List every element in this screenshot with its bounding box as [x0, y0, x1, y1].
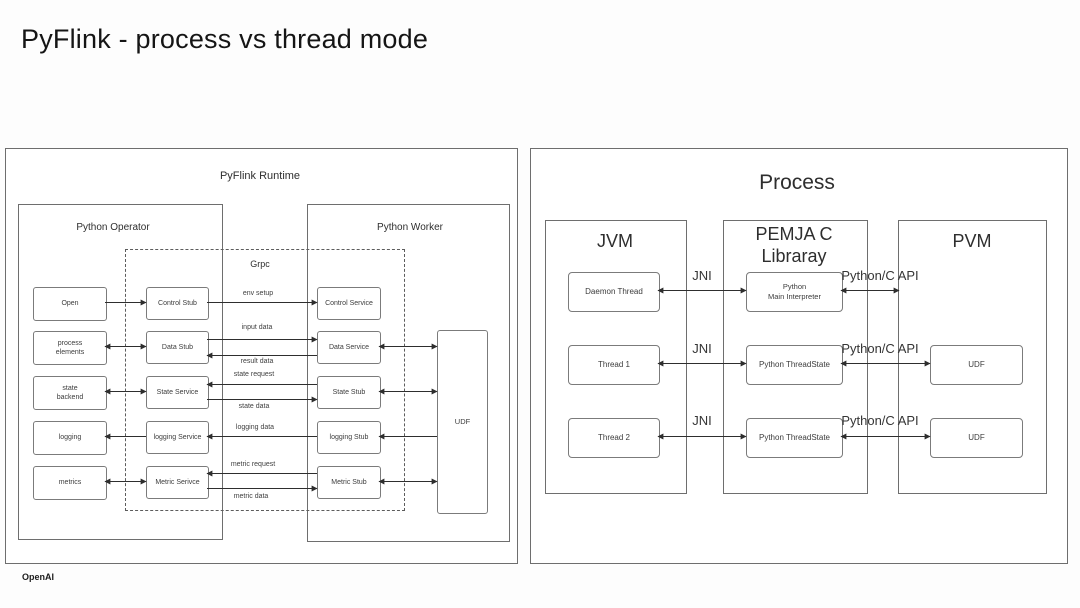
grpc-title: Grpc — [250, 259, 270, 269]
pvm-title: PVM — [952, 231, 992, 251]
python-worker-title: Python Worker — [377, 222, 443, 233]
python-operator-box — [18, 204, 223, 540]
metric-data-label: metric data — [233, 493, 269, 500]
python-main-interpreter-box: Python Main Interpreter — [746, 272, 843, 312]
udf-1-box: UDF — [930, 345, 1023, 385]
metric-request-label: metric request — [230, 461, 276, 468]
process-elements-box: process elements — [33, 331, 107, 365]
data-stub-box: Data Stub — [146, 331, 209, 364]
logging-data-label: logging data — [235, 424, 275, 431]
python-threadstate-1-box: Python ThreadState — [746, 345, 843, 385]
python-c-api-label: Python/C API — [841, 413, 919, 428]
input-data-label: input data — [241, 324, 273, 331]
logging-service-box: logging Service — [146, 421, 209, 454]
python-c-api-label: Python/C API — [841, 341, 919, 356]
brand-logo: OpenAI — [22, 572, 55, 582]
result-data-label: result data — [240, 358, 274, 365]
python-worker-box — [307, 204, 510, 542]
metrics-box: metrics — [33, 466, 107, 500]
python-operator-title: Python Operator — [76, 222, 150, 233]
pyflink-runtime-title: PyFlink Runtime — [219, 170, 301, 182]
pvm-box — [898, 220, 1047, 494]
process-title: Process — [759, 171, 835, 194]
jvm-box — [545, 220, 687, 494]
data-service-box: Data Service — [317, 331, 381, 364]
jni-label: JNI — [692, 341, 712, 356]
thread-1-box: Thread 1 — [568, 345, 660, 385]
logging-box: logging — [33, 421, 107, 455]
jni-label: JNI — [692, 413, 712, 428]
state-data-label: state data — [238, 403, 270, 410]
state-request-label: state request — [233, 371, 275, 378]
python-threadstate-2-box: Python ThreadState — [746, 418, 843, 458]
thread-2-box: Thread 2 — [568, 418, 660, 458]
metric-service-box: Metric Serivce — [146, 466, 209, 499]
slide-title: PyFlink - process vs thread mode — [21, 24, 429, 54]
state-service-box: State Service — [146, 376, 209, 409]
grpc-box — [125, 249, 405, 511]
control-stub-box: Control Stub — [146, 287, 209, 320]
udf-2-box: UDF — [930, 418, 1023, 458]
worker-udf-box: UDF — [437, 330, 488, 514]
pemja-box — [723, 220, 868, 494]
daemon-thread-box: Daemon Thread — [568, 272, 660, 312]
metric-stub-box: Metric Stub — [317, 466, 381, 499]
pemja-title: PEMJA C Libraray — [755, 224, 833, 266]
open-box: Open — [33, 287, 107, 321]
python-c-api-label: Python/C API — [841, 268, 919, 283]
control-service-box: Control Service — [317, 287, 381, 320]
state-stub-box: State Stub — [317, 376, 381, 409]
state-backend-box: state backend — [33, 376, 107, 410]
env-setup-label: env setup — [242, 290, 274, 297]
jvm-title: JVM — [597, 231, 633, 251]
logging-stub-box: logging Stub — [317, 421, 381, 454]
jni-label: JNI — [692, 268, 712, 283]
